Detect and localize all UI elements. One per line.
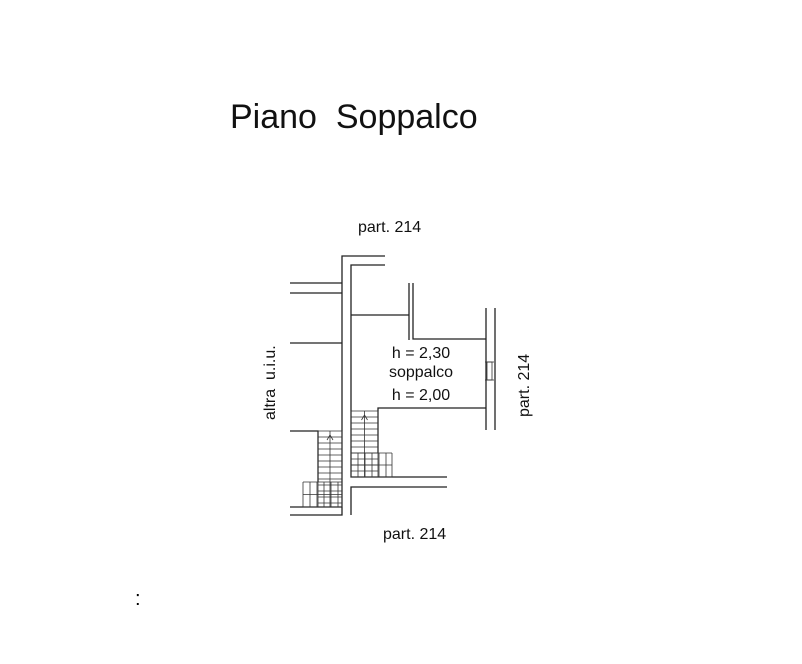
stair-line (326, 434, 331, 441)
footer-mark: : (135, 588, 141, 610)
label-left-unit: altra u.i.u. (262, 345, 279, 420)
label-right-parcel: part. 214 (516, 354, 533, 417)
stair-line (361, 414, 365, 421)
label-top-parcel: part. 214 (358, 219, 421, 236)
room-name: soppalco (389, 364, 453, 381)
window-symbol (485, 361, 494, 381)
stair-line (329, 434, 334, 441)
stair-line (364, 414, 368, 421)
walls (290, 255, 496, 516)
staircase-left (302, 430, 343, 508)
staircase-right (350, 410, 393, 478)
plan-title: Piano Soppalco (230, 98, 478, 136)
room-height-2: h = 2,00 (392, 387, 450, 404)
label-bottom-parcel: part. 214 (383, 526, 446, 543)
room-height-1: h = 2,30 (392, 345, 450, 362)
